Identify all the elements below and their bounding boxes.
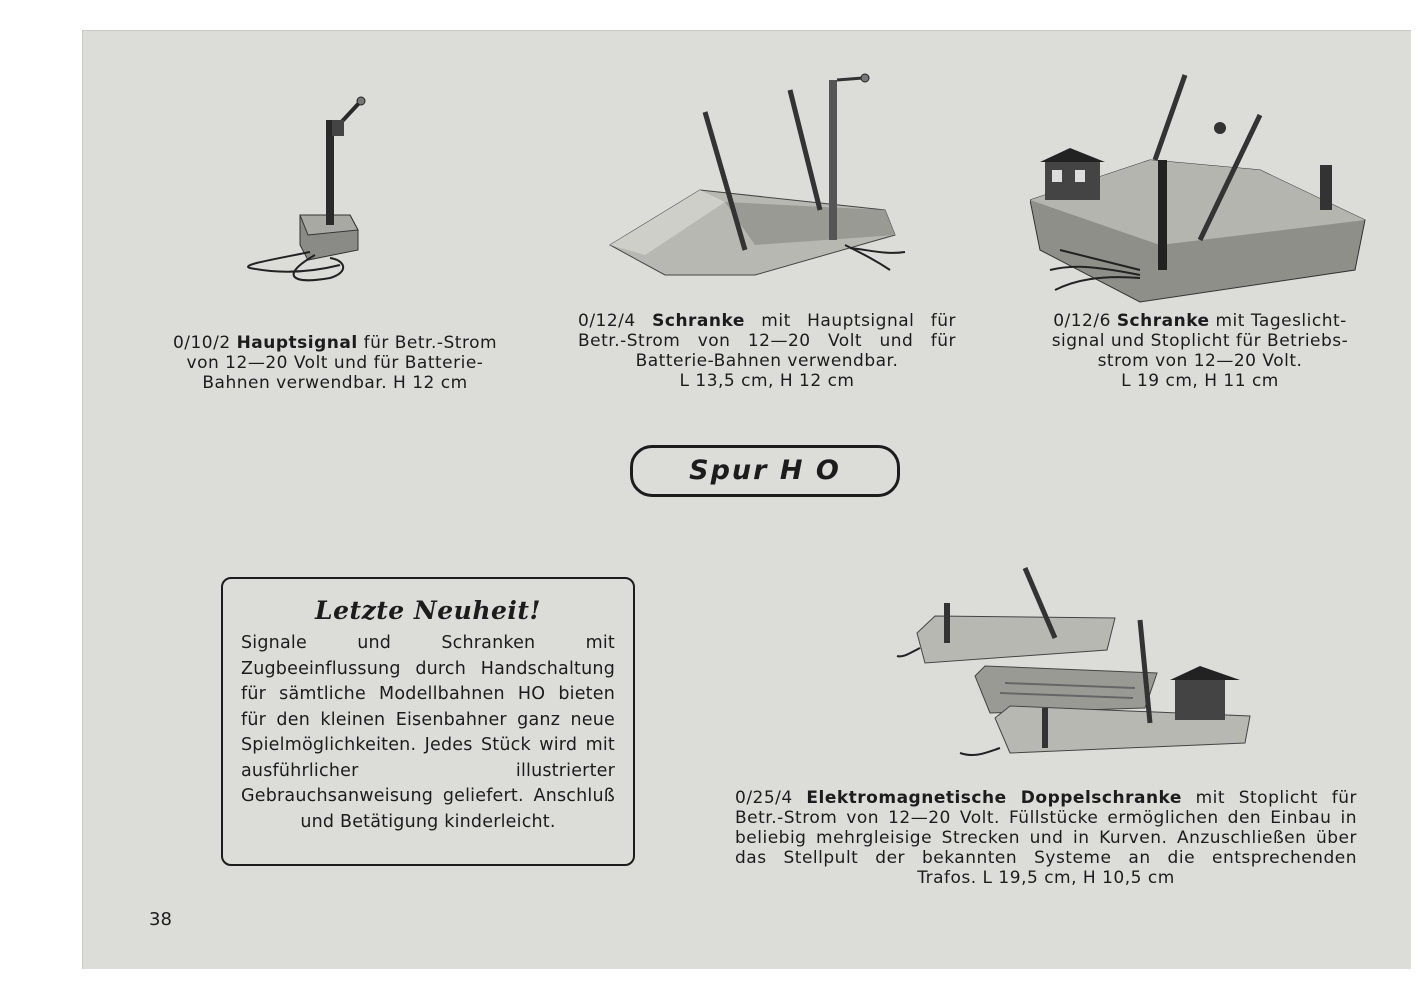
schranke-tageslichtsignal-illustration — [1030, 74, 1366, 303]
product-description: mit Stoplicht für Betr.-Strom von 12—20 … — [735, 788, 1358, 868]
caption-schranke-tageslicht: 0/12/6 Schranke mit Tageslicht-signal un… — [1040, 311, 1360, 391]
doppelschranke-illustration — [896, 567, 1251, 757]
caption-doppelschranke: 0/25/4 Elektromagnetische Doppelschranke… — [735, 788, 1357, 888]
news-box-text: Signale und Schranken mit Zugbeeinflussu… — [241, 633, 615, 832]
product-number: 0/10/2 — [172, 333, 231, 353]
product-description: mit Tageslicht-signal und Stoplicht für … — [1051, 311, 1349, 371]
schranke-hauptsignal-illustration — [609, 73, 906, 276]
product-dimensions: L 19 cm, H 11 cm — [1121, 371, 1279, 391]
page-number: 38 — [149, 909, 172, 930]
section-label: Spur H O — [630, 445, 900, 497]
news-box: Letzte Neuheit! Signale und Schranken mi… — [221, 577, 635, 866]
caption-text: 0/25/4 Elektromagnetische Doppelschranke… — [735, 788, 1357, 868]
news-box-title: Letzte Neuheit! — [315, 596, 541, 625]
hauptsignal-illustration — [247, 96, 366, 282]
product-description: für Betr.-Strom von 12—20 Volt und für B… — [186, 333, 498, 393]
product-number: 0/12/4 — [578, 311, 636, 331]
caption-text: 0/12/4 Schranke mit Hauptsignal für Betr… — [578, 311, 956, 371]
product-name: Hauptsignal — [236, 333, 358, 353]
caption-schranke-hauptsignal: 0/12/4 Schranke mit Hauptsignal für Betr… — [578, 311, 956, 391]
product-name: Schranke — [1116, 311, 1210, 331]
product-dimensions: Trafos. L 19,5 cm, H 10,5 cm — [917, 868, 1175, 888]
product-description: mit Hauptsignal für Betr.-Strom von 12—2… — [578, 311, 957, 371]
product-number: 0/12/6 — [1053, 311, 1111, 331]
product-dimensions: L 13,5 cm, H 12 cm — [679, 371, 855, 391]
caption-text: 0/12/6 Schranke mit Tageslicht-signal un… — [1040, 311, 1360, 371]
product-number: 0/25/4 — [735, 788, 793, 808]
product-name: Schranke — [652, 311, 745, 331]
caption-hauptsignal: 0/10/2 Hauptsignal für Betr.-Strom von 1… — [155, 333, 515, 393]
product-name: Elektromagnetische Doppelschranke — [806, 788, 1182, 808]
